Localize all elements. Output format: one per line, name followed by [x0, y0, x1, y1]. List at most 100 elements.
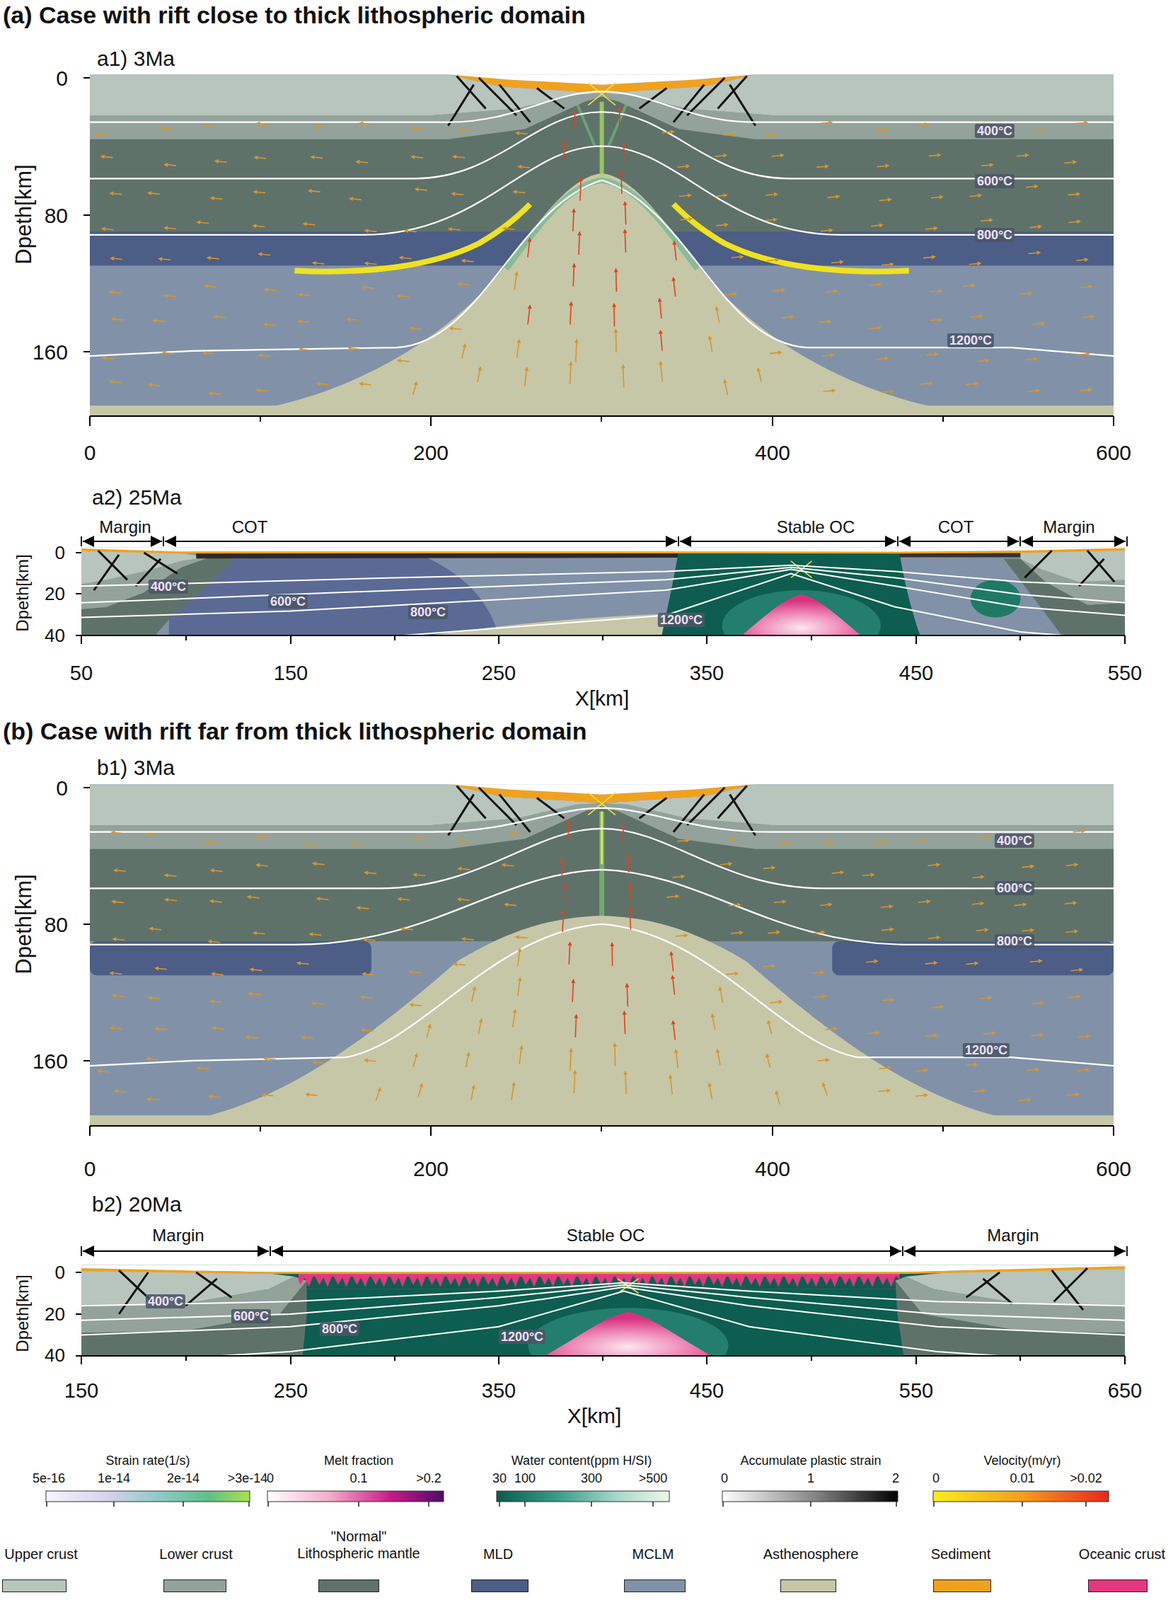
- velocity-arrow: [471, 989, 475, 1002]
- illustration-path: [140, 915, 1062, 1126]
- isotherm-label-holder: 1200°C: [947, 333, 995, 349]
- legend-text: MCLM: [632, 1545, 675, 1562]
- velocity-arrow: [814, 996, 823, 997]
- velocity-arrow: [375, 1090, 380, 1101]
- region-label: Stable OC: [776, 517, 856, 537]
- velocity-arrow-head: [671, 276, 676, 281]
- axis-tick: 0: [84, 1156, 97, 1181]
- velocity-arrow: [572, 982, 574, 1002]
- velocity-arrow: [818, 321, 828, 322]
- velocity-arrow: [831, 872, 841, 874]
- velocity-arrow-head: [772, 131, 777, 136]
- velocity-arrow-head: [923, 1068, 929, 1073]
- velocity-arrow: [629, 886, 632, 901]
- isotherm-label: 1200°C: [657, 612, 705, 627]
- illustration-path: [46, 1501, 1086, 1507]
- illustration-path: [81, 1291, 1125, 1356]
- axis-tick: 150: [273, 661, 308, 685]
- colorbar-title: Accumulate plastic strain: [740, 1453, 881, 1468]
- velocity-arrow-head: [573, 1069, 578, 1074]
- velocity-arrow: [673, 280, 676, 297]
- velocity-arrow-head: [256, 121, 261, 126]
- velocity-arrow-head: [672, 240, 677, 245]
- velocity-arrow-head: [511, 1081, 516, 1086]
- velocity-arrow-head: [737, 902, 742, 907]
- illustration-path: [587, 792, 616, 815]
- velocity-arrow: [763, 867, 772, 869]
- velocity-arrow: [726, 973, 736, 975]
- isotherm-label-holder: 800°C: [974, 228, 1015, 243]
- velocity-arrow: [822, 355, 831, 356]
- velocity-arrow: [112, 292, 121, 293]
- velocity-arrow-head: [1084, 257, 1089, 262]
- velocity-arrow-head: [1040, 321, 1045, 326]
- velocity-arrow: [765, 194, 774, 196]
- velocity-arrow-head: [314, 124, 320, 129]
- velocity-arrow-head: [890, 389, 895, 394]
- illustration-path: [89, 180, 1114, 356]
- velocity-arrow-head: [1035, 1067, 1040, 1072]
- legend-text-holder: Sediment: [931, 1545, 992, 1562]
- axis-tick-holder: 40: [44, 1344, 66, 1366]
- velocity-arrow: [622, 827, 624, 842]
- velocity-arrow: [116, 995, 125, 997]
- velocity-arrow-head: [933, 960, 939, 966]
- velocity-arrow: [365, 974, 375, 975]
- velocity-arrow: [401, 360, 410, 362]
- velocity-arrow-head: [887, 1065, 892, 1070]
- velocity-arrow-head: [358, 382, 363, 387]
- velocity-arrow: [257, 157, 267, 159]
- velocity-arrow-head: [514, 270, 519, 276]
- region-brackets: [81, 536, 1128, 1256]
- velocity-arrow: [1080, 286, 1089, 288]
- velocity-arrow: [827, 196, 837, 198]
- velocity-arrow-head: [890, 262, 895, 267]
- velocity-arrow-head: [684, 933, 689, 938]
- velocity-arrow: [314, 157, 323, 158]
- velocity-arrow-head: [714, 305, 719, 311]
- velocity-arrow-head: [311, 1001, 316, 1006]
- velocity-arrow: [1022, 865, 1031, 867]
- velocity-arrow: [519, 133, 528, 134]
- velocity-arrow: [150, 1098, 160, 1100]
- velocity-arrow-head: [461, 258, 466, 264]
- velocity-arrow-head: [502, 226, 507, 231]
- velocity-arrow-head: [885, 356, 890, 361]
- axis-tick-holder: 350: [689, 662, 724, 685]
- axis-tick: 600: [1095, 1156, 1132, 1181]
- velocity-arrow-head: [1034, 184, 1039, 189]
- velocity-arrow-head: [989, 217, 994, 223]
- velocity-arrow: [972, 876, 981, 878]
- velocity-arrow-head: [96, 1069, 102, 1074]
- velocity-arrow: [251, 994, 261, 995]
- velocity-arrow: [462, 130, 472, 132]
- velocity-arrow: [413, 1056, 416, 1067]
- colorbar-tick-holder: 2e-14: [166, 1471, 200, 1486]
- velocity-arrow-head: [824, 164, 830, 169]
- velocity-arrow: [1068, 193, 1077, 195]
- velocity-arrow: [413, 328, 423, 329]
- velocity-arrow: [260, 836, 269, 837]
- velocity-arrow-head: [1025, 153, 1030, 158]
- velocity-arrow-head: [108, 191, 114, 196]
- velocity-arrow-head: [255, 863, 260, 868]
- velocity-arrow: [1076, 259, 1085, 261]
- illustration-path: [599, 101, 605, 177]
- velocity-arrow-head: [771, 865, 776, 870]
- velocity-arrow-head: [670, 974, 675, 980]
- velocity-arrow-head: [302, 222, 307, 227]
- velocity-arrow-head: [1072, 900, 1077, 905]
- velocity-arrow: [662, 131, 671, 133]
- colorbar-title: Water content(ppm H/SI): [511, 1453, 652, 1468]
- velocity-arrow: [1020, 293, 1029, 295]
- velocity-arrow-head: [213, 314, 218, 320]
- velocity-arrow-head: [94, 131, 99, 136]
- velocity-arrow-head: [977, 193, 982, 198]
- velocity-arrow-head: [1036, 250, 1041, 255]
- velocity-arrow: [977, 360, 986, 362]
- axis-tick-holder: 0: [55, 66, 68, 90]
- velocity-arrow-head: [773, 192, 779, 197]
- isotherm-label: 800°C: [974, 227, 1015, 242]
- velocity-arrow: [876, 358, 886, 360]
- velocity-arrow-head: [350, 841, 356, 846]
